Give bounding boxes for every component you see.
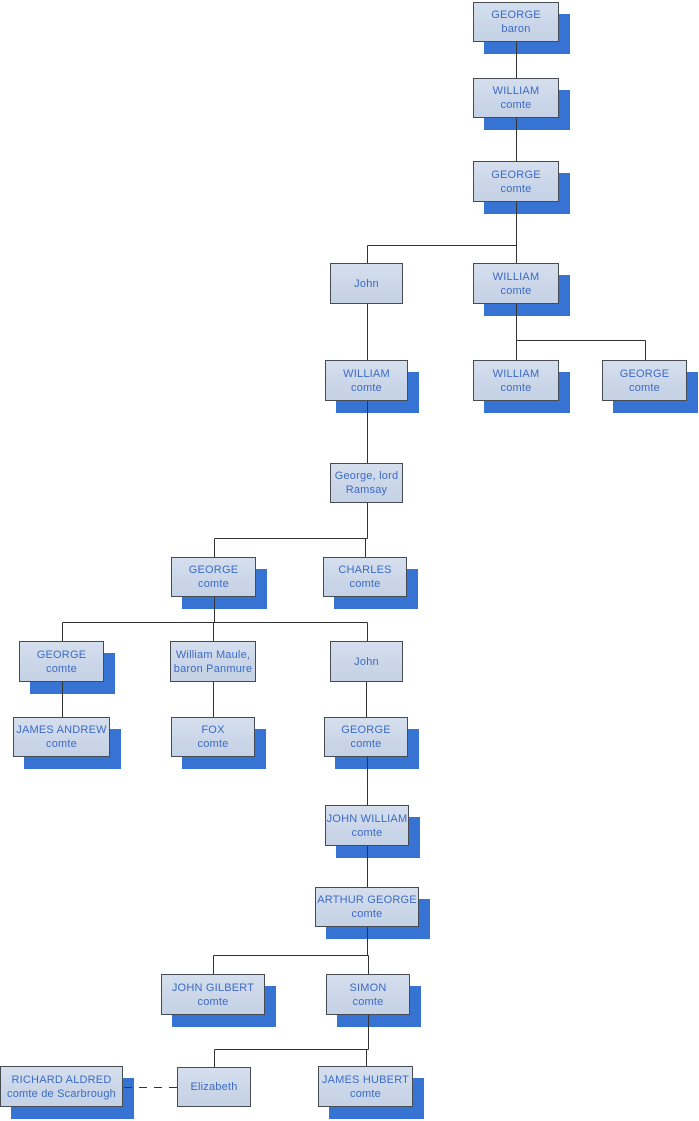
- person-name: WILLIAM: [492, 270, 540, 283]
- person-name: RICHARD ALDRED: [11, 1073, 112, 1086]
- tree-node-james-andrew[interactable]: JAMES ANDREW comte: [13, 717, 110, 757]
- person-name: John: [354, 655, 379, 668]
- person-title: comte: [349, 578, 381, 590]
- tree-node-george-comte-7[interactable]: GEORGE comte: [171, 557, 256, 597]
- person-name: GEORGE: [36, 648, 87, 661]
- descent-line: [62, 597, 368, 623]
- person-name: JOHN WILLIAM: [326, 812, 408, 825]
- person-name: GEORGE: [188, 564, 239, 576]
- person-name: WILLIAM: [343, 367, 390, 380]
- descent-line: [516, 304, 646, 341]
- tree-node-arthur-george[interactable]: ARTHUR GEORGE comte: [315, 887, 419, 927]
- person-title: comte: [197, 738, 229, 750]
- person-name: FOX: [201, 724, 225, 736]
- person-name: GEORGE: [491, 168, 541, 181]
- person-name: WILLIAM: [492, 85, 540, 97]
- person-title: comte: [352, 995, 384, 1008]
- person-name: Elizabeth: [190, 1081, 238, 1093]
- tree-node-john-8[interactable]: John: [330, 641, 403, 682]
- person-name: ARTHUR GEORGE: [317, 894, 417, 906]
- person-title: comte de Scarbrough: [7, 1087, 116, 1100]
- person-title: Ramsay: [345, 484, 388, 496]
- tree-node-william-maule[interactable]: William Maule,baron Panmure: [170, 641, 256, 682]
- person-name: SIMON: [349, 981, 387, 994]
- person-title: comte: [500, 381, 532, 394]
- person-title: comte: [350, 1087, 381, 1100]
- person-title: baron Panmure: [173, 662, 253, 675]
- person-title: comte: [500, 99, 532, 111]
- person-title: baron: [501, 23, 531, 35]
- tree-node-charles-comte[interactable]: CHARLES comte: [323, 557, 407, 597]
- person-name: GEORGE: [491, 9, 541, 21]
- descent-line: [367, 202, 517, 246]
- tree-node-william-comte-2[interactable]: WILLIAM comte: [473, 78, 559, 118]
- person-title: comte: [500, 284, 532, 297]
- person-title: comte: [351, 381, 382, 394]
- person-title: comte: [500, 182, 532, 195]
- descent-line: [214, 503, 368, 539]
- person-name: GEORGE: [341, 724, 391, 736]
- tree-node-elizabeth[interactable]: Elizabeth: [177, 1067, 251, 1107]
- person-title: comte: [46, 662, 77, 675]
- person-name: John: [354, 277, 379, 290]
- person-title: comte: [46, 738, 77, 750]
- person-name: JAMES HUBERT: [321, 1073, 410, 1086]
- person-title: comte: [351, 908, 383, 920]
- person-name: George, lord: [334, 470, 399, 482]
- tree-node-john-4[interactable]: John: [330, 263, 403, 304]
- tree-node-fox-comte[interactable]: FOX comte: [171, 717, 255, 757]
- descent-line: [213, 927, 369, 956]
- person-name: WILLIAM: [492, 367, 540, 380]
- person-name: JAMES ANDREW: [16, 724, 107, 736]
- tree-node-george-baron[interactable]: GEORGE baron: [473, 2, 559, 42]
- person-title: comte: [629, 381, 660, 394]
- person-title: comte: [197, 995, 229, 1008]
- tree-node-george-comte-9[interactable]: GEORGE comte: [324, 717, 408, 757]
- person-name: CHARLES: [338, 564, 392, 576]
- person-name: JOHN GILBERT: [171, 981, 255, 994]
- person-title: comte: [198, 578, 229, 590]
- person-title: comte: [351, 826, 383, 839]
- person-name: William Maule,: [175, 648, 251, 661]
- person-name: GEORGE: [619, 367, 670, 380]
- person-title: comte: [350, 738, 382, 750]
- descent-line: [214, 1015, 369, 1050]
